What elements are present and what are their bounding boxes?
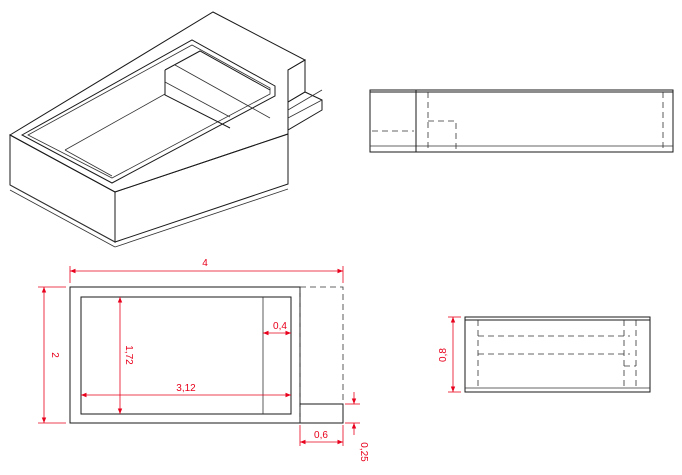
plan-view: [69, 286, 344, 424]
dimension-inner-length: 3,12: [81, 383, 291, 398]
dimension-label-step-length: 0,6: [314, 430, 328, 441]
dimension-label-overall-length: 4: [202, 258, 208, 269]
dimension-overall-length: 4: [69, 258, 344, 283]
dimension-label-step-height: 0,25: [358, 442, 369, 462]
dimension-inner-width: 1,72: [117, 297, 134, 414]
dimension-label-wall-thickness: 0,4: [273, 321, 287, 332]
dimension-label-inner-length: 3,12: [176, 383, 196, 394]
dimension-step-height: 0,25: [345, 392, 369, 462]
isometric-view: [8, 11, 323, 248]
dimension-label-overall-width: 2: [49, 352, 60, 358]
dimension-step-length: 0,6: [299, 425, 344, 446]
dimension-depth: 0,8: [438, 316, 461, 393]
dimension-wall-thickness: 0,4: [263, 321, 291, 336]
dimension-label-inner-width: 1,72: [123, 345, 134, 365]
dimension-label-depth: 0,8: [438, 348, 449, 362]
side-elevation-view: [464, 316, 651, 393]
front-elevation-view: [369, 89, 674, 153]
dimension-overall-width: 2: [38, 286, 66, 424]
